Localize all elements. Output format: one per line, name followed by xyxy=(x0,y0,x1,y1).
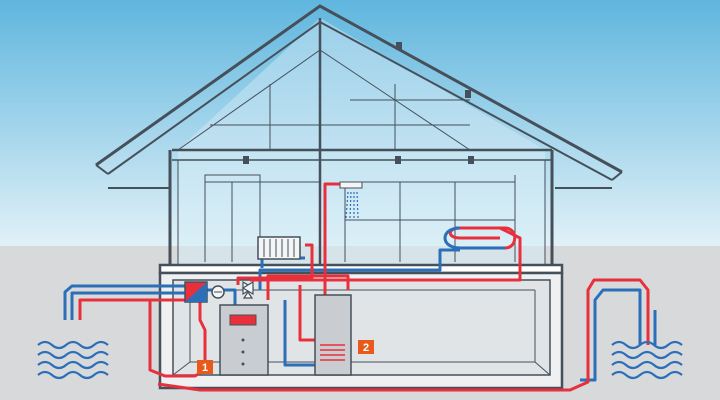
label-storage-tank: 2 xyxy=(358,340,374,354)
hot-pipe-right-ground-loop xyxy=(157,278,650,392)
house xyxy=(95,4,623,275)
attic-framing xyxy=(172,18,552,270)
heat-pump-unit xyxy=(219,304,269,376)
roof-outer xyxy=(95,4,623,174)
heat-exchanger-icon xyxy=(184,281,208,303)
hot-pipe-left-well xyxy=(78,298,150,320)
floor-heating-coil-icon xyxy=(443,226,517,250)
upper-walls xyxy=(168,150,554,270)
valve-icon xyxy=(241,280,255,299)
cold-pipe-basement xyxy=(283,300,320,367)
hot-pipe-to-radiator xyxy=(236,243,314,285)
storage-tank xyxy=(314,294,352,376)
wave-icon xyxy=(611,340,683,380)
pump-icon xyxy=(211,285,225,299)
cold-pipe-left-well xyxy=(63,284,185,320)
shower-icon xyxy=(339,181,363,219)
hot-pipe-left-loop xyxy=(148,298,207,378)
label-heat-pump-text: 1 xyxy=(202,362,208,374)
hot-pipe-return-loop xyxy=(298,285,317,342)
hot-pipe-tank-loop xyxy=(266,274,350,300)
radiator-icon xyxy=(257,236,301,260)
upper-floor-glass xyxy=(178,150,545,268)
label-heat-pump: 1 xyxy=(197,360,213,374)
label-storage-tank-text: 2 xyxy=(363,342,369,354)
cold-pipes xyxy=(63,246,657,382)
cold-pipe-right-well xyxy=(580,288,642,382)
roof-bolts xyxy=(243,42,474,164)
wave-icon xyxy=(37,340,109,380)
cold-pipe-left-well-2 xyxy=(70,291,185,320)
